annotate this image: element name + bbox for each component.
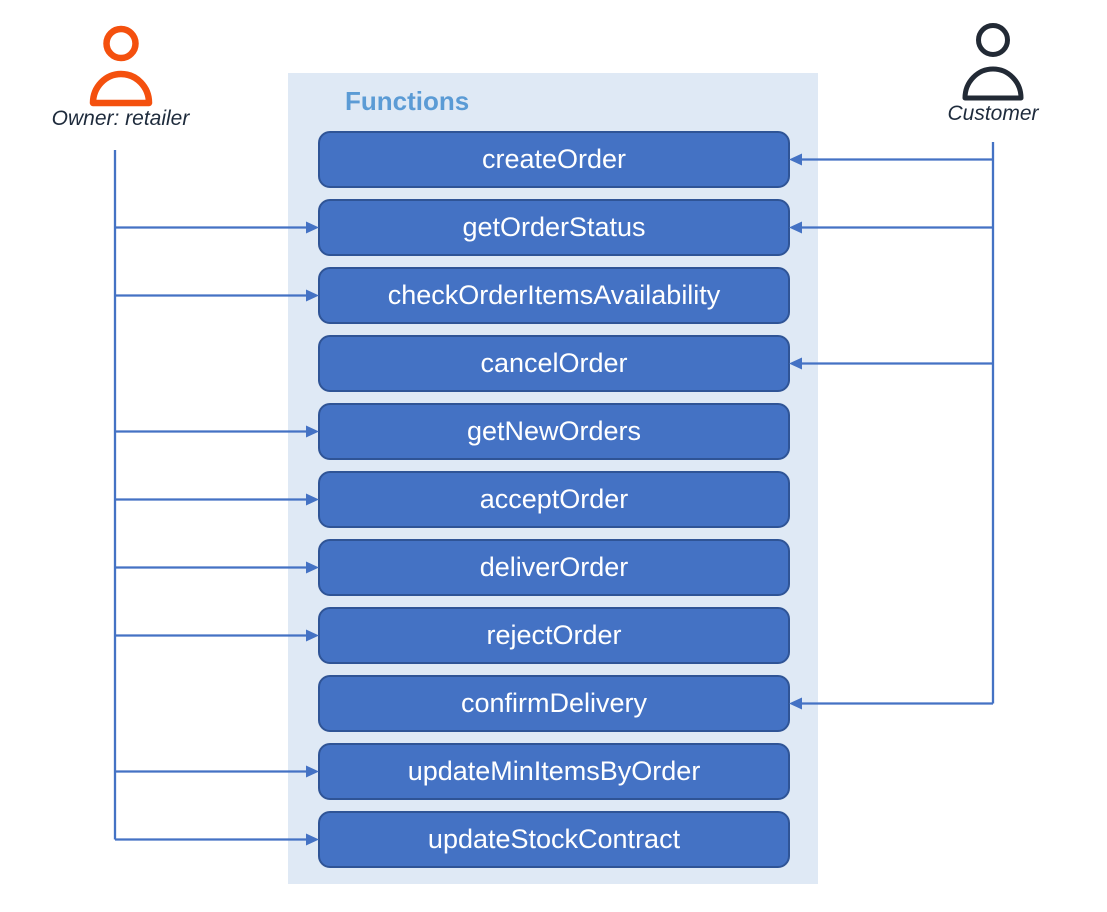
function-box-createorder: createOrder [318, 131, 790, 188]
function-box-getorderstatus: getOrderStatus [318, 199, 790, 256]
person-icon [928, 22, 1058, 102]
function-box-list: createOrder getOrderStatus checkOrderIte… [318, 131, 790, 868]
function-box-confirmdelivery: confirmDelivery [318, 675, 790, 732]
actor-owner: Owner: retailer [38, 25, 203, 131]
customer-label: Customer [947, 102, 1039, 125]
function-box-cancelorder: cancelOrder [318, 335, 790, 392]
functions-panel-title: Functions [345, 86, 470, 116]
function-box-acceptorder: acceptOrder [318, 471, 790, 528]
functions-panel: Functions createOrder getOrderStatus che… [288, 73, 818, 884]
function-box-deliverorder: deliverOrder [318, 539, 790, 596]
function-box-getneworders: getNewOrders [318, 403, 790, 460]
owner-label: Owner: retailer [51, 107, 190, 130]
function-box-updatestockcontract: updateStockContract [318, 811, 790, 868]
person-icon [38, 25, 203, 107]
function-box-updateminitemsbyorder: updateMinItemsByOrder [318, 743, 790, 800]
function-box-rejectorder: rejectOrder [318, 607, 790, 664]
function-box-checkorderitemsavailability: checkOrderItemsAvailability [318, 267, 790, 324]
actor-customer: Customer [928, 22, 1058, 126]
